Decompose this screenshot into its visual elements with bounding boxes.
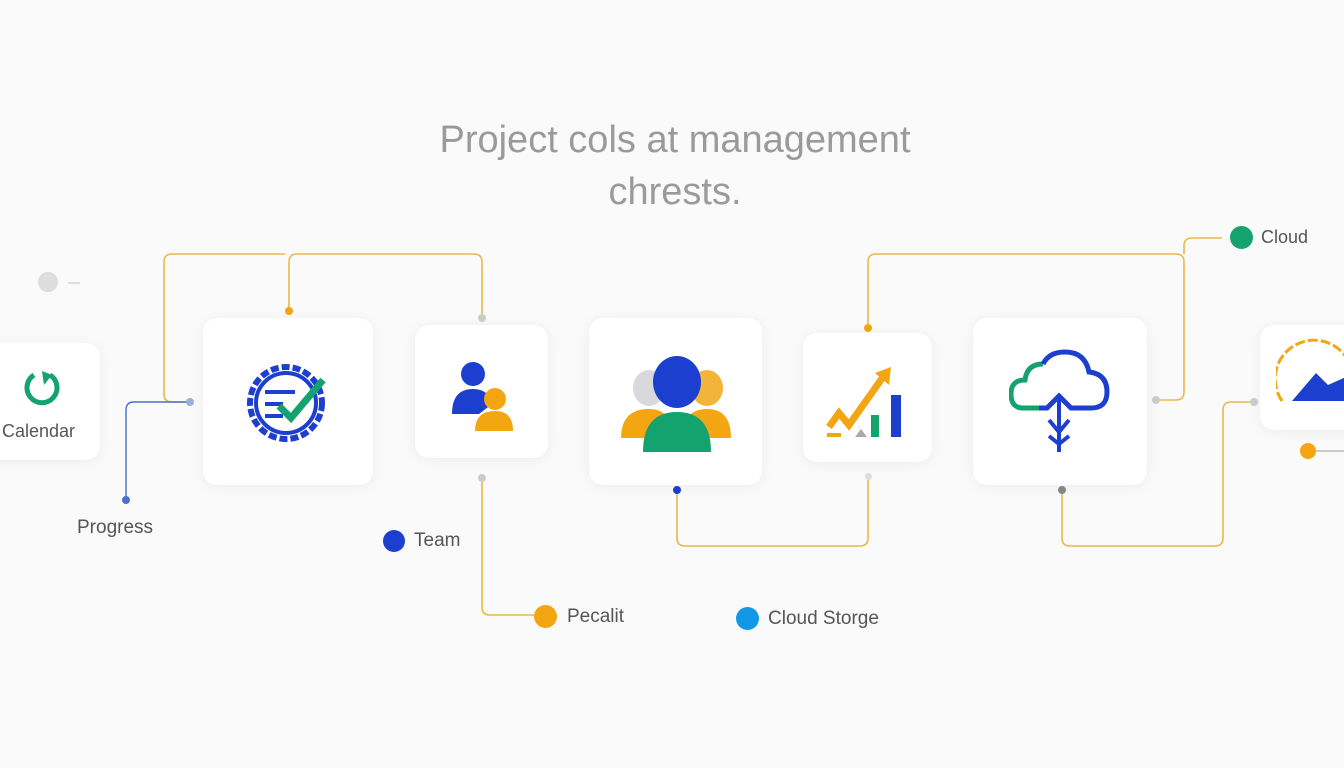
pecalit-label: Pecalit bbox=[567, 606, 625, 627]
connector-dot bbox=[673, 486, 681, 494]
calendar-card[interactable]: Calendar bbox=[0, 343, 100, 460]
calendar-label: Calendar bbox=[2, 421, 76, 441]
diagram-title-line1: Project cols at management bbox=[439, 119, 911, 161]
connector-dot bbox=[1152, 396, 1160, 404]
cloud-storage-label: Cloud Storge bbox=[768, 608, 879, 629]
cloud-label: Cloud bbox=[1261, 227, 1309, 247]
connector-dot bbox=[864, 324, 872, 332]
badge-check-icon bbox=[247, 364, 326, 442]
connector-dot bbox=[478, 314, 486, 322]
connector-dot bbox=[122, 496, 130, 504]
connector-dot bbox=[186, 398, 194, 406]
group-card[interactable] bbox=[589, 318, 762, 485]
cloud-storage-dot-icon bbox=[736, 607, 759, 630]
refresh-icon bbox=[24, 371, 60, 406]
quality-card[interactable] bbox=[203, 318, 373, 485]
users-icon bbox=[452, 362, 513, 431]
cloud-upload-card[interactable] bbox=[973, 318, 1147, 485]
gauge-card[interactable] bbox=[1260, 325, 1344, 430]
connector-dot bbox=[1300, 443, 1316, 459]
group-icon bbox=[621, 356, 731, 452]
diagram-title-line2: chrests. bbox=[608, 171, 742, 213]
gauge-icon bbox=[1276, 338, 1344, 402]
connector-dot bbox=[1058, 486, 1066, 494]
growth-card[interactable] bbox=[803, 333, 932, 462]
team-card[interactable] bbox=[415, 325, 548, 458]
pecalit-dot-icon bbox=[534, 605, 557, 628]
growth-chart-icon bbox=[826, 367, 901, 437]
connector-dot bbox=[285, 307, 293, 315]
connector-dot bbox=[478, 474, 486, 482]
cloud-upload-icon bbox=[1009, 349, 1110, 452]
connector-dot bbox=[865, 473, 872, 480]
team-label: Team bbox=[414, 530, 461, 551]
connector-dot bbox=[1250, 398, 1258, 406]
inactive-node-dot bbox=[38, 272, 58, 292]
cloud-dot-icon bbox=[1230, 226, 1253, 249]
compass-icon bbox=[383, 530, 405, 552]
progress-label: Progress bbox=[77, 517, 154, 538]
